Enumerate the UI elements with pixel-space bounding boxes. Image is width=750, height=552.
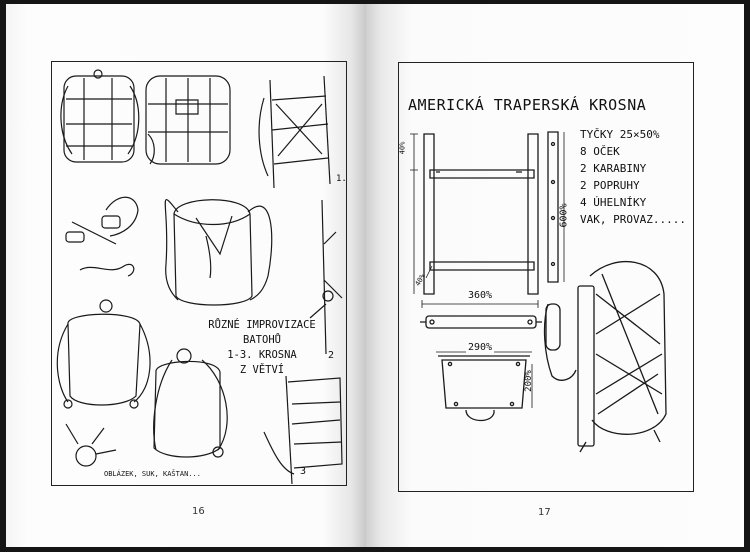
backpack-sketches-illustration <box>6 4 366 547</box>
parts-item-1: TYČKY 25×50% <box>580 128 660 141</box>
parts-item-5: 4 ÚHELNÍKY <box>580 196 647 209</box>
dimension-frame-width: 360% <box>466 290 495 301</box>
tied-roll-detail <box>66 197 138 276</box>
drawstring-pack-right <box>154 349 227 457</box>
figure-number-2: 2 <box>328 350 335 361</box>
caption-line-3: 1-3. KROSNA <box>227 349 297 361</box>
left-illustration-frame <box>51 61 347 486</box>
trapper-frame-illustration <box>366 4 744 547</box>
parts-list: TYČKY 25×50% 8 OČEK 2 KARABINY 2 POPRUHY… <box>580 126 686 228</box>
figure-number-1: 1. <box>336 174 347 184</box>
assembled-pack <box>545 262 666 452</box>
parts-item-3: 2 KARABINY <box>580 162 647 175</box>
corner-bracket <box>436 352 532 421</box>
dimension-top-offset: 40% <box>398 141 407 155</box>
bottom-caption: OBLÁZEK, SUK, KAŠTAN... <box>104 470 201 478</box>
crossbar-piece <box>420 316 542 328</box>
page-number-right: 17 <box>538 507 551 518</box>
left-page: 1. 2 3 RŮZNÉ IMPROVIZACE BATOHŮ 1-3. KRO… <box>6 4 366 547</box>
dimension-bracket-width: 290% <box>466 342 495 353</box>
dimension-bracket-height: 200% <box>523 370 534 392</box>
caption-line-2: BATOHŮ <box>243 334 281 346</box>
caption-line-1: RŮZNÉ IMPROVIZACE <box>208 319 316 331</box>
right-illustration-frame <box>398 62 694 492</box>
parts-item-2: 8 OČEK <box>580 145 620 158</box>
stone-knot-detail <box>66 424 116 466</box>
branch-frame-2 <box>310 200 342 354</box>
bundle-pack-1 <box>61 70 139 162</box>
parts-item-6: VAK, PROVAZ..... <box>580 213 686 226</box>
page-title: AMERICKÁ TRAPERSKÁ KROSNA <box>408 96 647 114</box>
drawstring-pack-left <box>57 300 150 408</box>
left-caption: RŮZNÉ IMPROVIZACE BATOHŮ 1-3. KROSNA Z V… <box>202 318 322 378</box>
page-number-left: 16 <box>192 506 205 517</box>
side-pole-drawing <box>548 132 564 282</box>
dimension-frame-height: 600% <box>558 203 570 228</box>
branch-frame-3 <box>264 376 342 484</box>
main-frame-drawing <box>410 134 538 308</box>
caption-line-4: Z VĚTVÍ <box>239 364 285 376</box>
branch-frame-1 <box>259 76 330 188</box>
sack-pack <box>165 200 272 305</box>
bundle-pack-2 <box>146 76 230 164</box>
parts-item-4: 2 POPRUHY <box>580 179 640 192</box>
right-page: AMERICKÁ TRAPERSKÁ KROSNA TYČKY 25×50% 8… <box>366 4 744 547</box>
figure-number-3: 3 <box>300 466 307 477</box>
